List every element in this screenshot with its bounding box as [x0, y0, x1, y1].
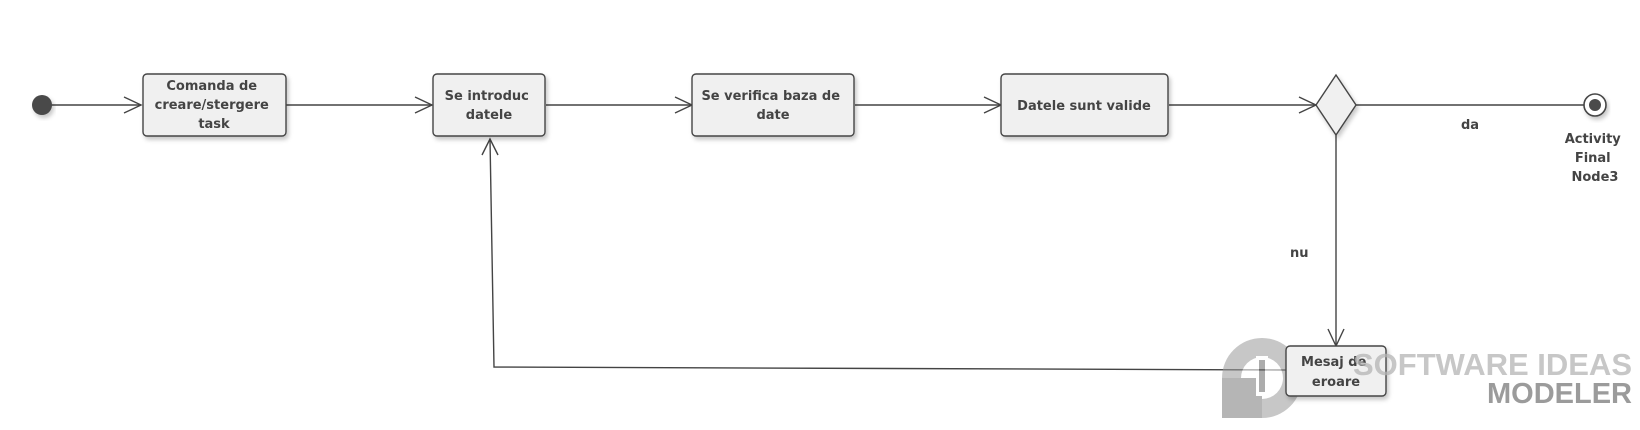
activity-final-node — [1583, 93, 1607, 117]
watermark-line-1: SOFTWARE IDEAS — [1353, 347, 1632, 382]
edge-label-no: nu — [1290, 246, 1309, 261]
edge-label-yes: da — [1461, 118, 1479, 133]
edge-input-to-check — [546, 96, 694, 114]
edge-error-to-input — [481, 137, 1288, 371]
svg-text:Se verifica baza de date: Se verifica baza de date — [701, 89, 844, 123]
svg-text:Mesaj de eroare: Mesaj de eroare — [1301, 355, 1371, 390]
initial-node — [32, 95, 52, 115]
action-input-data: Se introduc datele — [432, 73, 546, 137]
action-check-database: Se verifica baza de date — [691, 73, 855, 137]
decision-node — [1315, 73, 1357, 137]
input-data-line-2: datele — [466, 108, 513, 123]
edge-create-to-input — [286, 96, 434, 114]
valid-line-1: Datele sunt valide — [1017, 99, 1151, 114]
action-data-valid: Datele sunt valide — [1000, 73, 1169, 137]
watermark-line-2: MODELER — [1487, 378, 1632, 410]
error-line-2: eroare — [1312, 375, 1360, 390]
input-data-line-1: Se introduc — [445, 89, 529, 104]
watermark-logo-icon — [1222, 338, 1302, 418]
create-task-line-2: creare/stergere — [155, 98, 269, 113]
action-create-task: Comanda de creare/stergere task — [142, 73, 287, 137]
software-ideas-modeler-watermark — [1222, 338, 1302, 418]
final-node-label: Activity Final Node3 — [1565, 132, 1626, 185]
edge-decision-to-error — [1327, 135, 1345, 348]
action-error-message: Mesaj de eroare — [1285, 345, 1387, 397]
check-db-line-1: Se verifica baza de — [701, 89, 840, 104]
edge-valid-to-decision — [1169, 96, 1318, 114]
create-task-line-3: task — [198, 117, 230, 132]
check-db-line-2: date — [756, 108, 789, 123]
svg-text:Datele sunt valide: Datele sunt valide — [1017, 99, 1151, 114]
error-line-1: Mesaj de — [1301, 355, 1367, 370]
edge-check-to-valid — [855, 96, 1003, 114]
svg-text:Comanda de creare/sterge: Comanda de creare/stergere task — [155, 79, 274, 132]
create-task-line-1: Comanda de — [166, 79, 257, 94]
edge-start-to-create — [42, 96, 143, 114]
svg-text:Se introduc datele: Se introduc datele — [445, 89, 534, 123]
